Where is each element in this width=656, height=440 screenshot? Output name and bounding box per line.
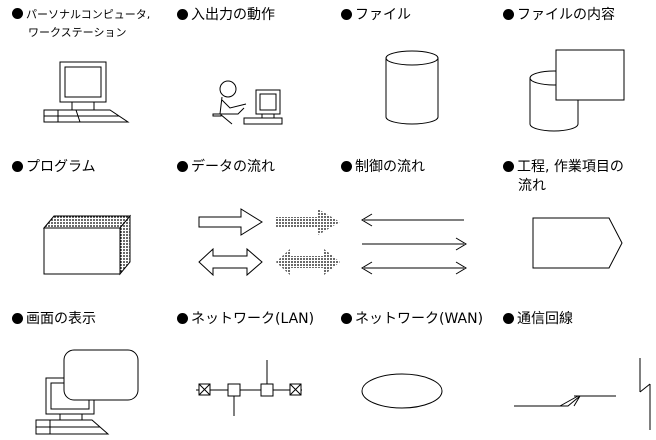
bullet-icon — [12, 8, 23, 19]
io-operation-icon — [212, 80, 283, 125]
process-flow-icon — [532, 217, 623, 269]
data-flow-arrows-icon — [198, 208, 340, 277]
label-text: ネットワーク(WAN) — [355, 311, 484, 327]
label-wan: ネットワーク(WAN) — [341, 310, 483, 328]
bullet-icon — [503, 9, 514, 20]
file-cylinder-icon — [385, 50, 439, 125]
label-file-contents: ファイルの内容 — [503, 6, 615, 24]
label-text: ネットワーク(LAN) — [191, 311, 315, 327]
label-text: データの流れ — [191, 159, 275, 175]
label-text: ファイル — [355, 7, 411, 23]
wan-network-icon — [361, 373, 443, 409]
label-text: ファイルの内容 — [517, 7, 615, 23]
label-text: 制御の流れ — [355, 159, 425, 175]
communication-line-icon — [514, 358, 651, 430]
label-text: パーソナルコンピュータ, — [26, 8, 151, 21]
label-control-flow: 制御の流れ — [341, 158, 425, 176]
program-box-icon — [42, 214, 132, 276]
label-io-operation: 入出力の動作 — [177, 6, 275, 24]
lan-network-icon — [196, 360, 302, 416]
label-communication-line: 通信回線 — [503, 310, 573, 328]
bullet-icon — [177, 9, 188, 20]
label-data-flow: データの流れ — [177, 158, 275, 176]
screen-display-icon — [35, 349, 139, 435]
label-text: 画面の表示 — [26, 311, 96, 327]
bullet-icon — [177, 161, 188, 172]
bullet-icon — [341, 161, 352, 172]
label-text: 工程, 作業項目の — [517, 159, 624, 175]
label-file: ファイル — [341, 6, 411, 24]
label-workstation: ワークステーション — [28, 26, 127, 39]
bullet-icon — [341, 313, 352, 324]
label-process-flow-2: 流れ — [518, 178, 546, 194]
control-flow-arrows-icon — [361, 213, 467, 275]
label-screen-display: 画面の表示 — [12, 310, 96, 328]
label-text: 入出力の動作 — [191, 7, 275, 23]
bullet-icon — [341, 9, 352, 20]
bullet-icon — [177, 313, 188, 324]
bullet-icon — [503, 161, 514, 172]
bullet-icon — [503, 313, 514, 324]
bullet-icon — [12, 161, 23, 172]
personal-computer-icon — [43, 61, 130, 123]
file-contents-icon — [529, 49, 625, 132]
label-program: プログラム — [12, 158, 96, 176]
label-lan: ネットワーク(LAN) — [177, 310, 314, 328]
label-process-flow: 工程, 作業項目の — [503, 158, 624, 176]
label-text: 通信回線 — [517, 311, 573, 327]
label-personal-computer: パーソナルコンピュータ, — [12, 6, 150, 24]
bullet-icon — [12, 313, 23, 324]
label-text: プログラム — [26, 159, 96, 175]
